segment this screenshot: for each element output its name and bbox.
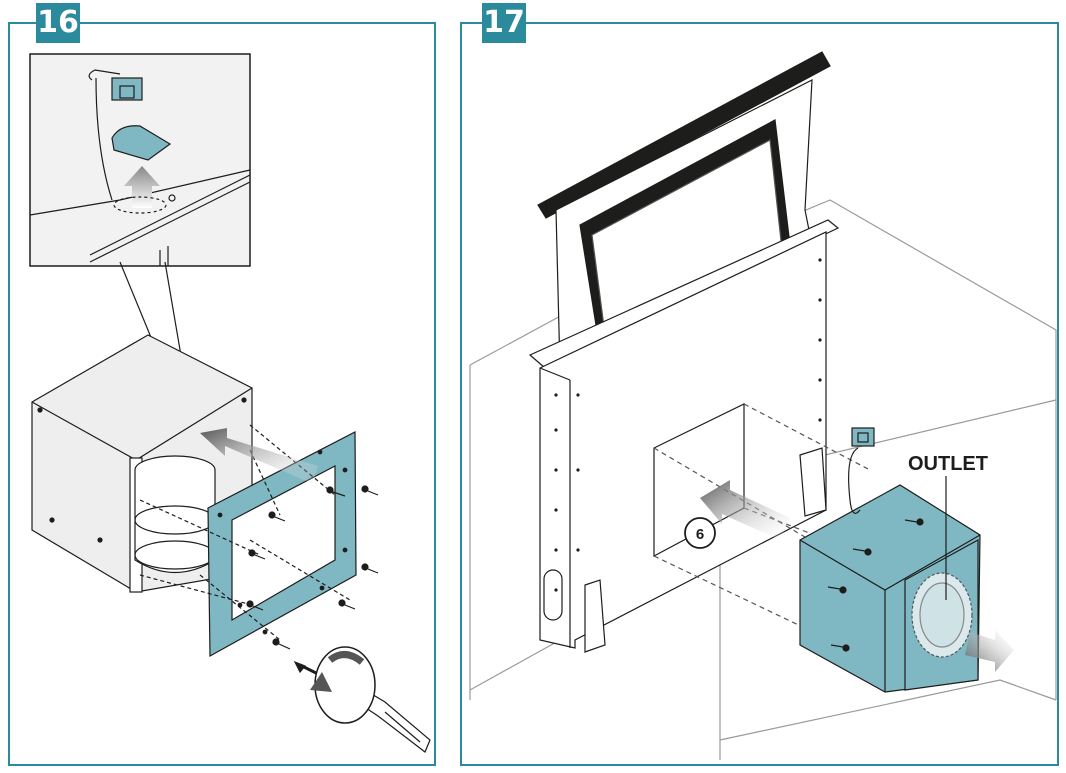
cover-plate [111, 125, 172, 161]
motor-screws [827, 518, 924, 652]
screw-6 [246, 600, 264, 611]
insert-arrow [700, 480, 790, 540]
step-17-badge: 17 [482, 3, 526, 43]
screw-2 [361, 485, 379, 496]
screw-3 [268, 511, 286, 522]
motor-unit [799, 484, 981, 693]
motor-screw-4 [830, 644, 850, 652]
step-16-badge: 16 [36, 3, 80, 43]
exhaust-arrow [965, 630, 1014, 672]
motor-screw-3 [827, 586, 847, 594]
screw-8 [272, 638, 291, 650]
screw-4 [248, 549, 266, 560]
motor-box [31, 334, 253, 593]
step-16-illustration [29, 53, 431, 753]
motor-screw-1 [904, 518, 924, 526]
step-17-panel [460, 22, 1059, 766]
motor-screw-2 [852, 548, 872, 556]
downdraft-hood [528, 51, 840, 653]
screws [246, 485, 379, 650]
step-17-illustration: 6 OUTLET [469, 51, 1057, 760]
gasket-frame [207, 431, 357, 658]
screw-1 [326, 486, 346, 497]
step-16-panel [8, 22, 436, 766]
screw-5 [361, 563, 379, 574]
screw-7 [338, 599, 356, 610]
part-number-label: 6 [696, 526, 704, 543]
alignment-lines [139, 424, 351, 641]
connector-plug [88, 69, 143, 201]
outlet-label: OUTLET [908, 453, 988, 475]
detail-inset [29, 53, 251, 267]
push-arrow [200, 428, 318, 484]
rotate-arrow [310, 646, 376, 724]
part-callout-6: 6 [684, 517, 716, 549]
power-cable [848, 427, 875, 514]
